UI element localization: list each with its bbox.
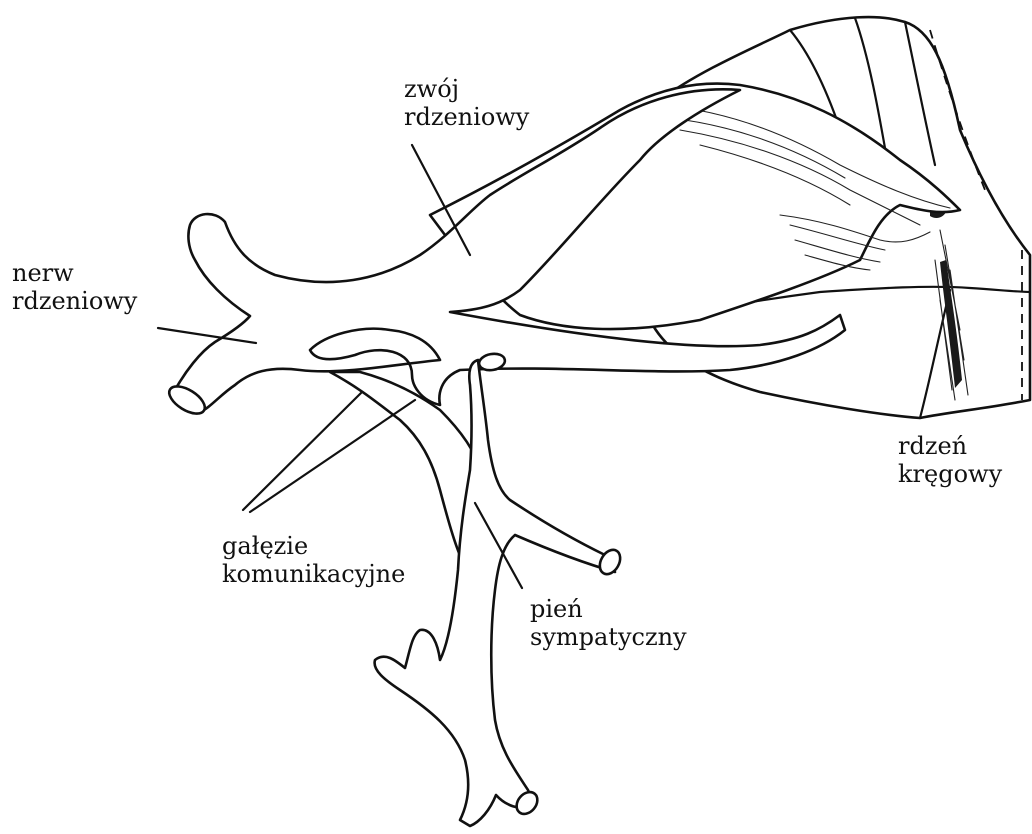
label-spinal-ganglion-line-1: zwój xyxy=(404,75,529,103)
label-spinal-nerve-line-1: nerw xyxy=(12,259,137,287)
label-spinal-cord-line-1: rdzeń xyxy=(898,432,1002,460)
label-spinal-ganglion: zwój rdzeniowy xyxy=(404,75,529,131)
label-communicating-branches: gałęzie komunikacyjne xyxy=(222,532,405,588)
label-communicating-branches-line-2: komunikacyjne xyxy=(222,560,405,588)
label-spinal-nerve-line-2: rdzeniowy xyxy=(12,287,137,315)
label-spinal-ganglion-line-2: rdzeniowy xyxy=(404,103,529,131)
leader-branch-1 xyxy=(243,392,362,510)
label-spinal-cord: rdzeń kręgowy xyxy=(898,432,1002,488)
label-sympathetic-trunk-line-1: pień xyxy=(530,595,687,623)
label-communicating-branches-line-1: gałęzie xyxy=(222,532,405,560)
leader-branch-2 xyxy=(250,400,415,512)
label-spinal-cord-line-2: kręgowy xyxy=(898,460,1002,488)
label-sympathetic-trunk-line-2: sympatyczny xyxy=(530,623,687,651)
label-sympathetic-trunk: pień sympatyczny xyxy=(530,595,687,651)
label-spinal-nerve: nerw rdzeniowy xyxy=(12,259,137,315)
